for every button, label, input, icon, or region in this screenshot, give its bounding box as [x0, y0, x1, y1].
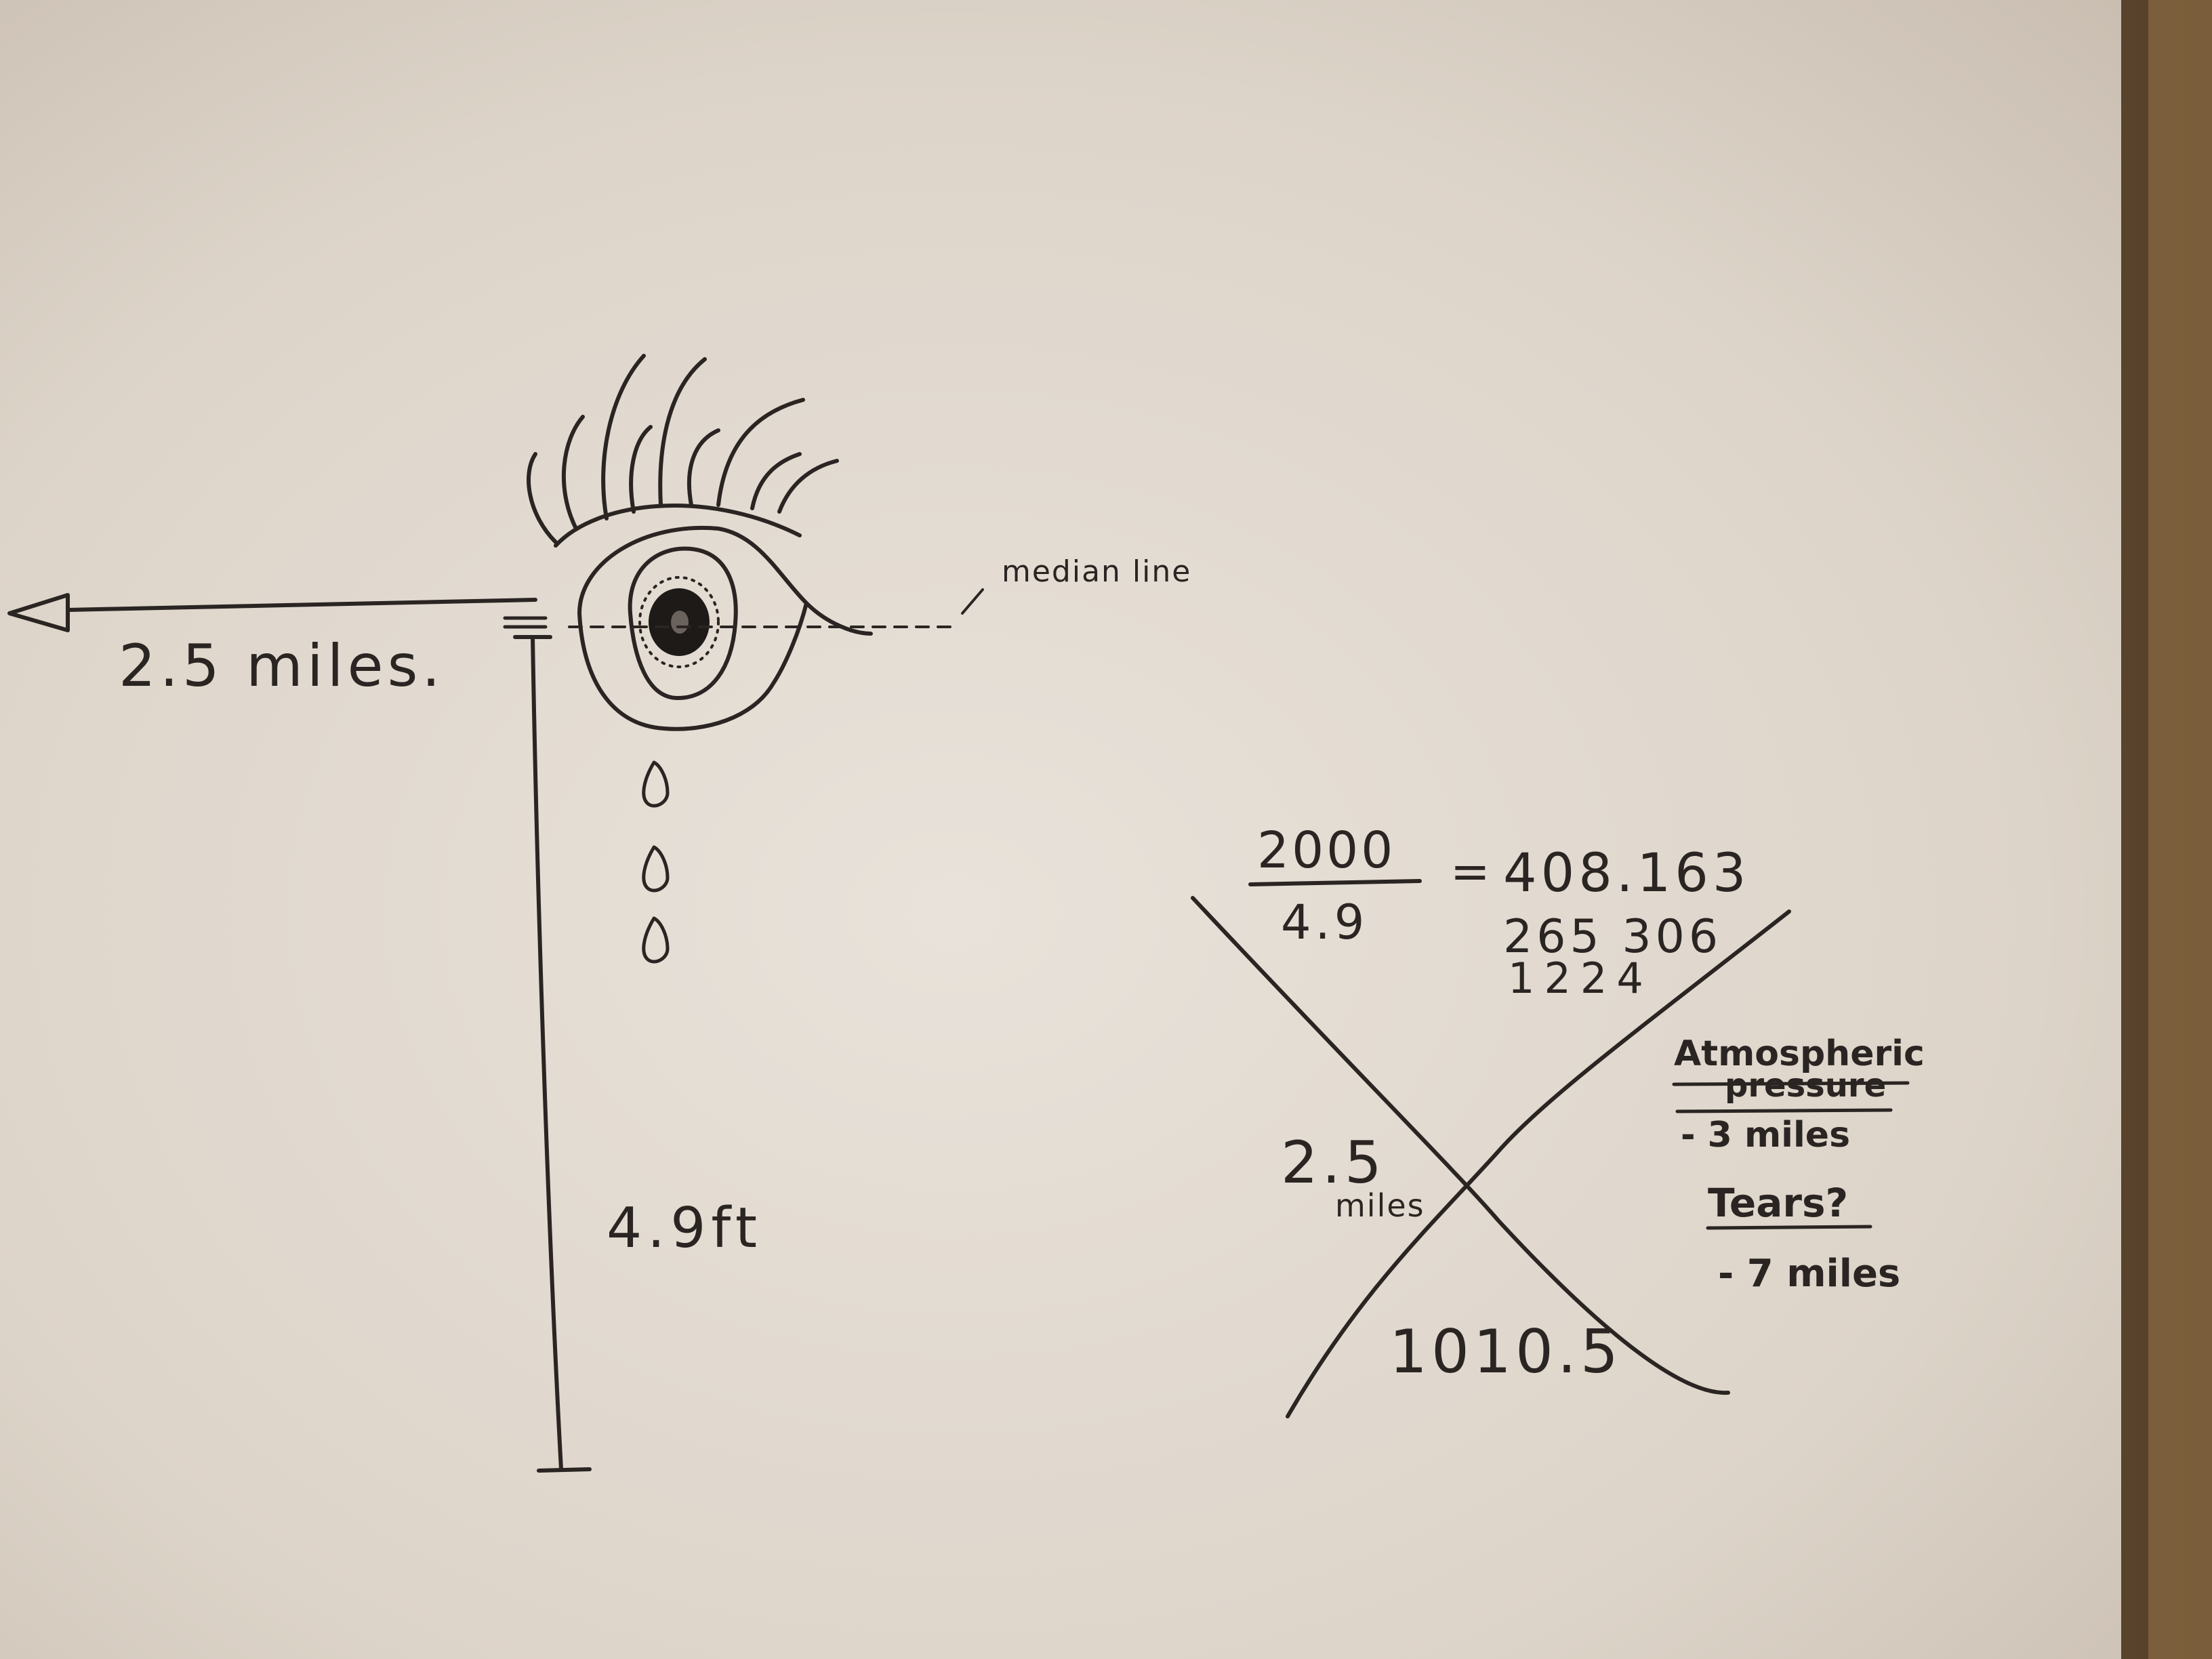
eyelash — [687, 428, 720, 507]
iris-outline — [628, 546, 738, 700]
tear-drops — [642, 760, 670, 964]
upper-eyelid — [554, 504, 802, 548]
tears-label: Tears? — [1708, 1180, 1848, 1226]
tears-underline — [1706, 1225, 1872, 1230]
tears-value: - 7 miles — [1718, 1252, 1900, 1296]
arrow-head — [7, 593, 70, 632]
eyelash — [527, 452, 558, 544]
numerator: 2000 — [1257, 821, 1395, 880]
horizontal-distance-label: 2.5 miles. — [119, 632, 445, 700]
tear-drop-icon — [642, 845, 670, 893]
cross-line-descending — [1191, 896, 1730, 1395]
median-leader — [961, 588, 984, 615]
vertical-measure — [503, 616, 592, 1473]
pressure-label-line-2: pressure — [1725, 1067, 1886, 1105]
vertical-height-label: 4.9ft — [607, 1196, 762, 1261]
cross-line-ascending — [1286, 909, 1791, 1418]
fraction-bar — [1248, 879, 1422, 886]
calculation: 2000 4.9 = 408.163 265 306 1224 — [1248, 821, 1750, 1003]
paper-sheet — [0, 0, 2121, 1659]
pressure-underline — [1672, 1081, 1910, 1113]
eye-outline — [577, 525, 873, 731]
eyelash — [716, 398, 805, 507]
atmospheric-pressure-note: Atmospheric pressure - 3 miles — [1672, 1033, 1925, 1155]
result-line-1: 408.163 — [1503, 843, 1750, 904]
tear-drop-icon — [642, 916, 670, 964]
result-line-3: 1224 — [1508, 954, 1653, 1003]
pressure-label-line-1: Atmospheric — [1674, 1033, 1925, 1074]
cross-left-unit: miles — [1335, 1187, 1425, 1224]
denominator: 4.9 — [1281, 895, 1368, 950]
cross-diagram — [1191, 896, 1791, 1418]
cross-left-value: 2.5 — [1281, 1129, 1386, 1197]
eyelash — [629, 425, 653, 514]
median-line-label: median line — [1002, 554, 1191, 589]
tears-note: Tears? - 7 miles — [1706, 1180, 1900, 1296]
pupil-highlight — [671, 611, 689, 634]
cross-bottom-value: 1010.5 — [1389, 1317, 1622, 1387]
tear-drop-icon — [642, 760, 670, 808]
pressure-value: - 3 miles — [1681, 1115, 1850, 1155]
eye-drawing — [527, 354, 984, 731]
eyelash — [561, 415, 585, 531]
eyelash — [777, 459, 839, 514]
horizontal-arrow — [7, 593, 537, 632]
eyelash — [750, 452, 802, 510]
eyelash — [601, 354, 646, 520]
iris-lashes — [638, 576, 720, 668]
eyelash — [658, 357, 707, 507]
result-line-2: 265 306 — [1503, 910, 1722, 964]
equals-sign: = — [1450, 844, 1490, 899]
